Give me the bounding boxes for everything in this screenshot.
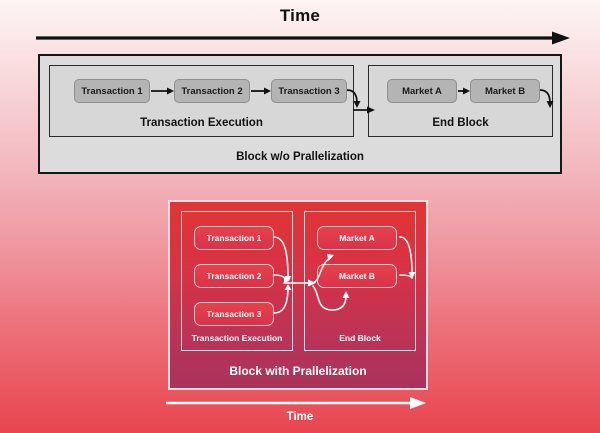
panel-end-block-parallel: Market A Market B End Block bbox=[304, 211, 416, 351]
plain-end-arrows-icon bbox=[458, 87, 470, 95]
node-transaction-1-plain[interactable]: Transaction 1 bbox=[74, 79, 150, 103]
bottom-time-axis-label: Time bbox=[286, 411, 314, 423]
panel-transaction-execution-parallel: Transaction 1 Transaction 2 Transaction … bbox=[181, 211, 293, 351]
panel-label-end-block-parallel: End Block bbox=[339, 333, 381, 343]
plain-exec-arrows-icon bbox=[151, 87, 271, 95]
node-transaction-2-plain[interactable]: Transaction 2 bbox=[174, 79, 250, 103]
panel-label-transaction-execution-parallel: Transaction Execution bbox=[191, 333, 283, 343]
panel-label-end-block-plain: End Block bbox=[432, 117, 489, 129]
plain-block-connector-arrows-icon bbox=[346, 89, 554, 114]
node-transaction-3-parallel[interactable]: Transaction 3 bbox=[194, 302, 274, 326]
node-transaction-1-parallel[interactable]: Transaction 1 bbox=[194, 226, 274, 250]
top-time-arrow-icon bbox=[36, 30, 570, 46]
block-with-parallelization: Transaction 1 Transaction 2 Transaction … bbox=[168, 200, 428, 390]
panel-label-transaction-execution-plain: Transaction Execution bbox=[140, 117, 263, 129]
block-label-without-parallelization: Block w/o Prallelization bbox=[236, 151, 364, 163]
block-without-parallelization: Transaction 1 Transaction 2 Transaction … bbox=[38, 54, 562, 174]
block-label-with-parallelization: Block with Prallelization bbox=[229, 364, 367, 378]
node-transaction-2-parallel[interactable]: Transaction 2 bbox=[194, 264, 274, 288]
panel-end-block-plain: Market A Market B End Block bbox=[368, 65, 553, 137]
top-time-axis-label: Time bbox=[279, 6, 321, 25]
node-transaction-3-plain[interactable]: Transaction 3 bbox=[271, 79, 347, 103]
panel-transaction-execution-plain: Transaction 1 Transaction 2 Transaction … bbox=[49, 65, 354, 137]
node-market-b-plain[interactable]: Market B bbox=[470, 79, 540, 103]
node-market-a-plain[interactable]: Market A bbox=[387, 79, 457, 103]
parallel-block-arrows-icon bbox=[273, 236, 416, 314]
node-market-a-parallel[interactable]: Market A bbox=[317, 226, 397, 250]
node-market-b-parallel[interactable]: Market B bbox=[317, 264, 397, 288]
bottom-time-arrow-icon bbox=[166, 396, 426, 410]
